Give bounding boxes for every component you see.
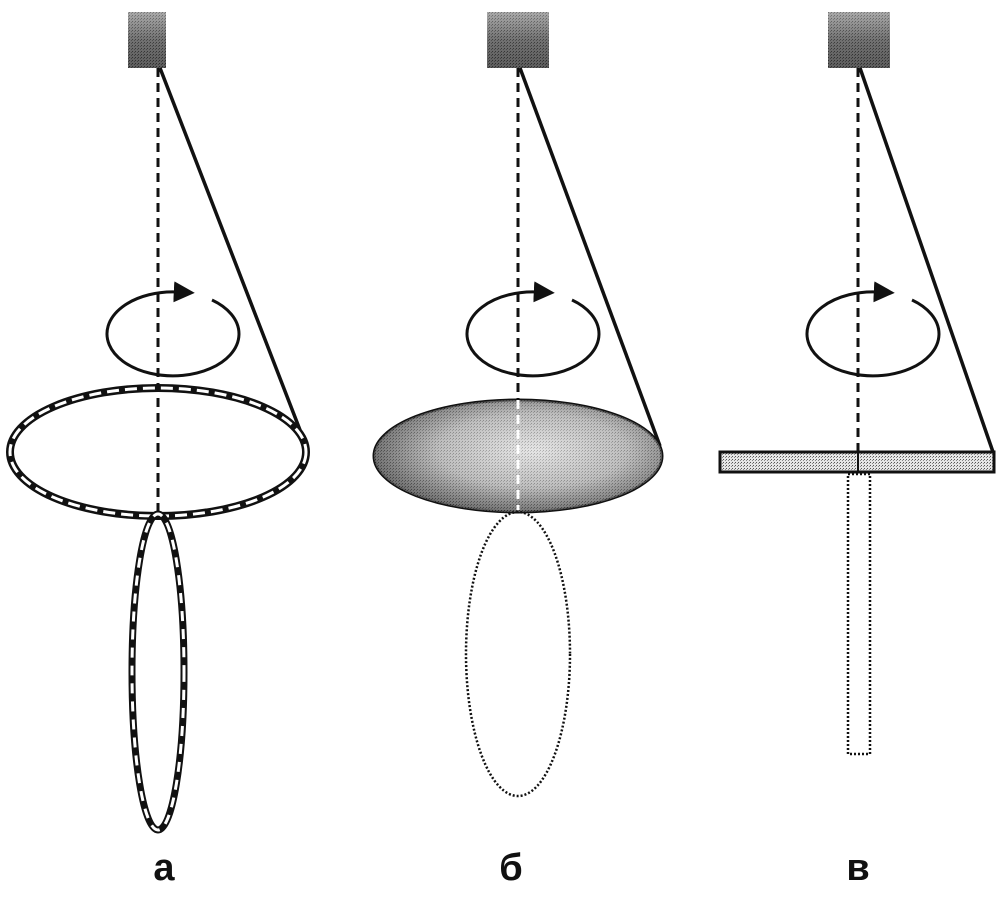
disk-vertical-rest (464, 510, 572, 798)
panel-b (372, 12, 664, 798)
rotation-arrow-icon-a (105, 281, 241, 378)
mount-block-b-top (487, 12, 549, 68)
panel-c (718, 12, 996, 756)
suspension-thread-b (518, 67, 662, 447)
mount-block-a-top (128, 12, 166, 68)
panel-label-b: б (499, 847, 523, 889)
suspension-thread-a (158, 67, 302, 431)
mount-block-c-top (828, 12, 890, 68)
rotation-arrow-icon-c (805, 281, 941, 378)
chain-ring-vertical-rest-links (130, 512, 186, 832)
rotation-arrow-icon-b (465, 281, 601, 378)
disk-horizontal-texture (374, 400, 662, 512)
panel-a (6, 12, 310, 834)
rod-vertical-rest (846, 472, 872, 756)
panel-label-a: а (153, 847, 175, 889)
panel-label-c: в (846, 847, 870, 889)
suspension-thread-c (858, 67, 995, 453)
